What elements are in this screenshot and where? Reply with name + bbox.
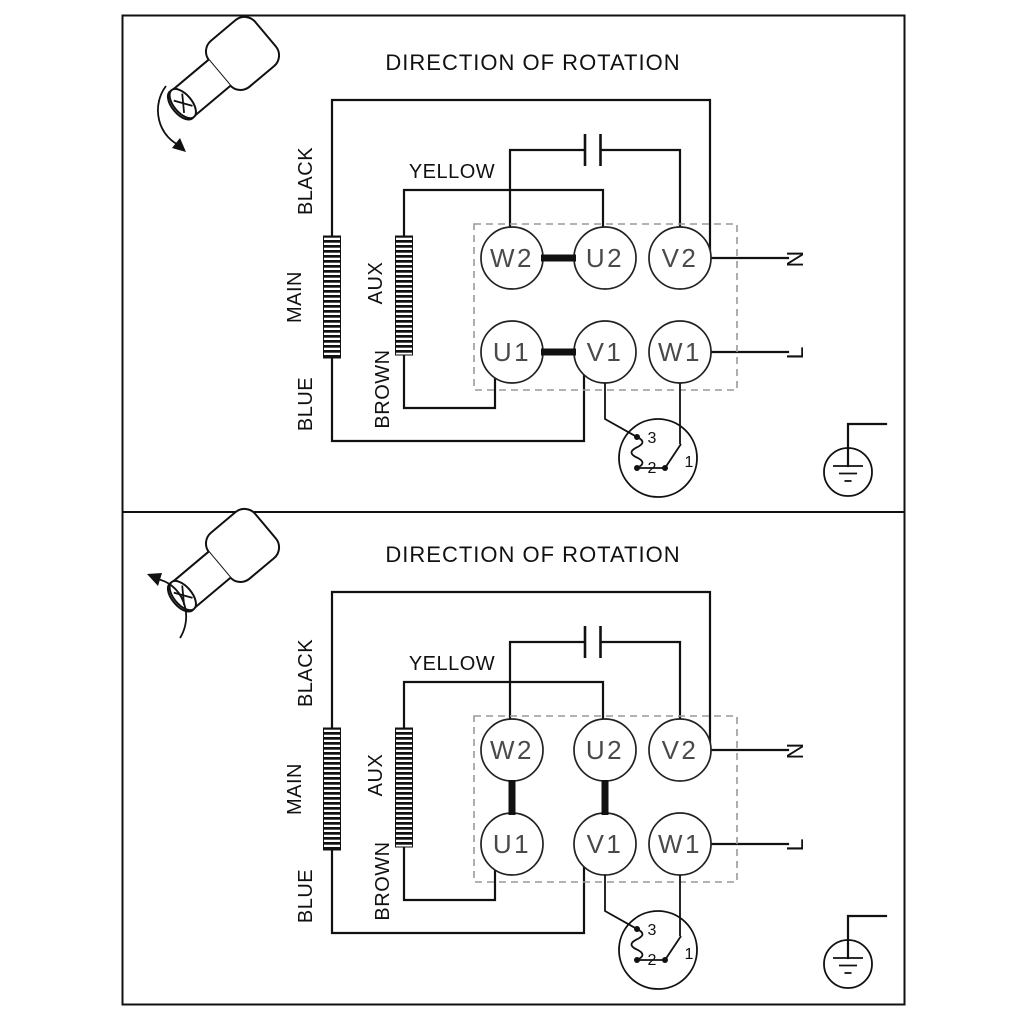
panel-top-terminal-links (541, 254, 576, 356)
rotation-arc-top (157, 85, 182, 147)
panel-bottom-rotation-arrow-icon (147, 573, 187, 639)
panel-top-rotation-arrow-icon (157, 85, 186, 152)
rotation-arrowhead-bottom (147, 573, 162, 586)
outer-border (121, 14, 906, 1006)
panel-bottom-wiring (153, 501, 888, 991)
rotation-arrowhead-top (172, 138, 186, 152)
panel-bottom-terminal-links (508, 780, 609, 815)
panel-top-wiring (153, 9, 888, 499)
rotation-arc-bottom (156, 578, 187, 639)
